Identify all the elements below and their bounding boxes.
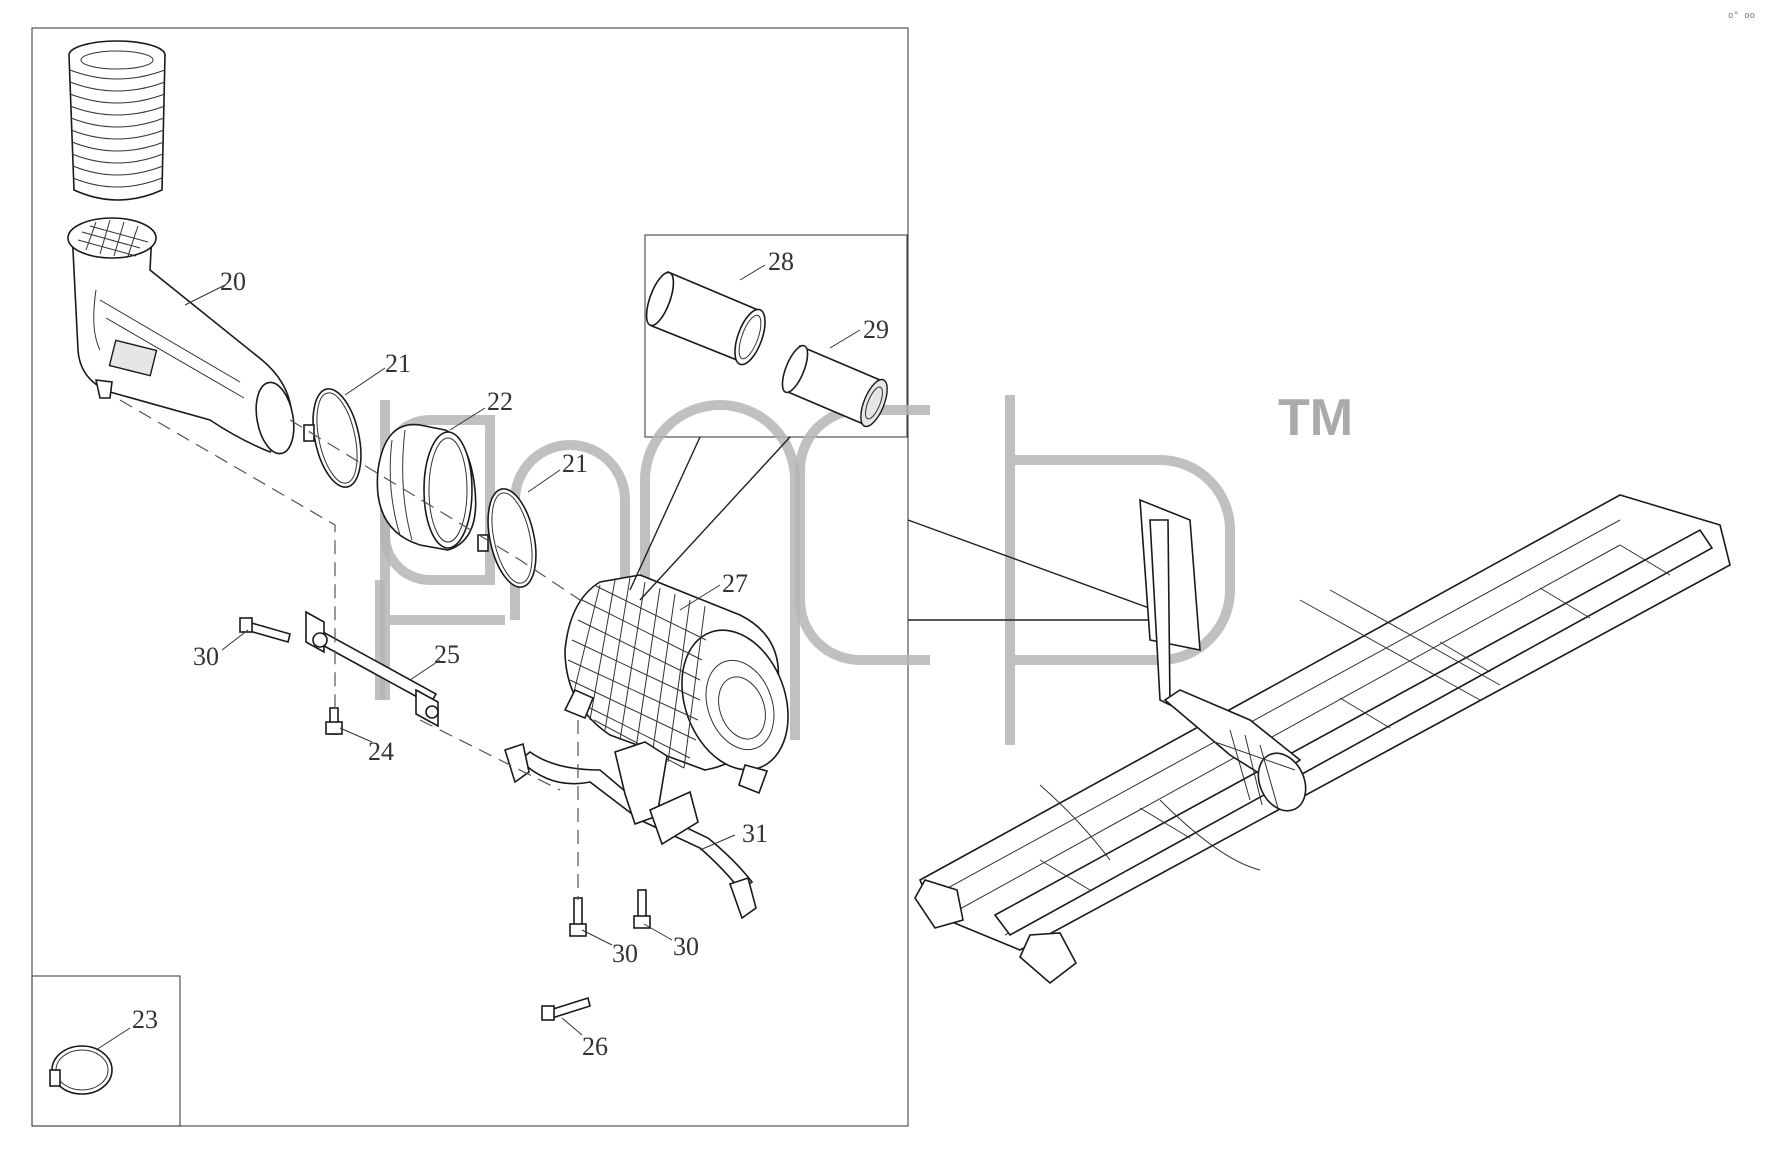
- callout-25: 25: [434, 640, 460, 669]
- hose-clamp-part-23: [49, 1045, 113, 1095]
- watermark-trademark: TM: [1278, 389, 1353, 447]
- callout-30-c: 30: [673, 932, 699, 961]
- leader-lines: [95, 264, 861, 1051]
- callout-29: 29: [863, 315, 889, 344]
- bolt-part-24: [325, 707, 343, 735]
- hose-clamp-part-21-a: [303, 388, 362, 488]
- callout-28: 28: [768, 247, 794, 276]
- bolt-part-30-c: [633, 889, 651, 929]
- bolt-part-30-a: [239, 617, 291, 643]
- air-filter-housing-part-27: [563, 574, 789, 795]
- filter-element-part-28: [645, 270, 766, 366]
- callout-30-a: 30: [193, 642, 219, 671]
- callout-21-a: 21: [385, 349, 411, 378]
- intake-elbow-part-20: [67, 217, 295, 455]
- callout-30-b: 30: [612, 939, 638, 968]
- support-bracket-part-31: [504, 741, 757, 920]
- callout-27: 27: [722, 569, 748, 598]
- callout-22: 22: [487, 387, 513, 416]
- mounting-bracket-part-25: [304, 610, 439, 728]
- filter-element-part-29: [781, 344, 888, 428]
- bolt-part-26: [541, 996, 591, 1021]
- callout-21-b: 21: [562, 449, 588, 478]
- callout-20: 20: [220, 267, 246, 296]
- callout-26: 26: [582, 1032, 608, 1061]
- corner-mark: o° oo: [1728, 11, 1755, 21]
- callout-23: 23: [132, 1005, 158, 1034]
- clamp-inset-frame: [31, 975, 181, 1127]
- truck-chassis-overview: [914, 494, 1731, 985]
- callout-labels: 20 21 22 21 28 29 27 30 25 24 31 30 30 2…: [132, 247, 889, 1061]
- watermark: TM: [375, 389, 1353, 745]
- callout-31: 31: [742, 819, 768, 848]
- intake-bellows: [68, 40, 166, 201]
- main-frame: [31, 27, 909, 1127]
- assembly-lines: [119, 399, 1161, 900]
- callout-24: 24: [368, 737, 394, 766]
- rubber-hose-part-22: [376, 423, 477, 551]
